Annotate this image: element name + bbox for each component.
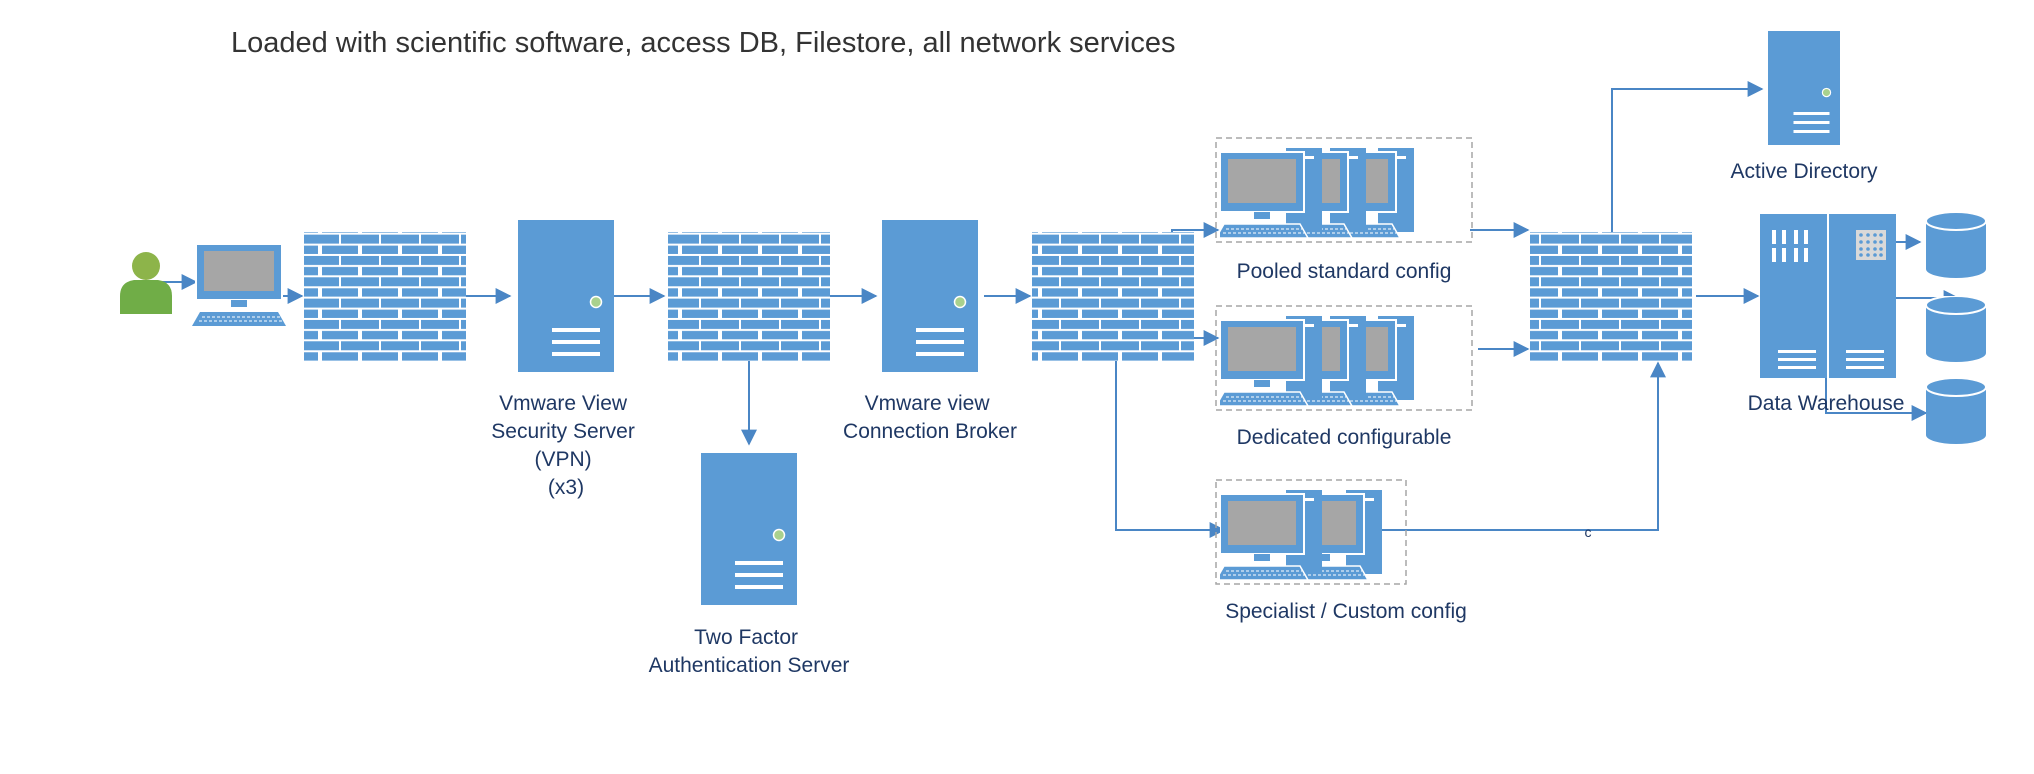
database-2-icon [1926, 296, 1986, 362]
dedicated-config-label: Dedicated configurable [1237, 426, 1452, 449]
database-3-icon [1926, 378, 1986, 444]
user-icon [120, 252, 172, 314]
connection-broker-server-icon [882, 220, 978, 372]
connection-broker-label: Vmware view Connection Broker [843, 392, 1017, 443]
active-directory-label: Active Directory [1730, 160, 1878, 183]
connector-firewall3-to-specialist [1115, 361, 1226, 538]
data-warehouse-label: Data Warehouse [1748, 392, 1905, 415]
connector-label-c: c [1585, 524, 1592, 540]
firewall-2-icon [668, 232, 830, 361]
data-warehouse-icon [1760, 214, 1896, 378]
pooled-workstations-group [1215, 137, 1473, 243]
two-factor-server-icon [701, 453, 797, 605]
active-directory-server-icon [1768, 31, 1840, 145]
firewall-4-icon [1530, 232, 1692, 361]
security-server-icon [518, 220, 614, 372]
desktop-pc-icon [192, 243, 286, 326]
pooled-config-label: Pooled standard config [1237, 260, 1452, 283]
firewall-1-icon [304, 232, 466, 361]
database-1-icon [1926, 212, 1986, 278]
specialist-workstations-group [1215, 479, 1407, 585]
security-server-label: Vmware View Security Server (VPN) (x3) [491, 392, 640, 499]
firewall-3-icon [1032, 232, 1194, 361]
diagram-title: Loaded with scientific software, access … [231, 27, 1175, 59]
connector-firewall4-to-ad [1611, 81, 1764, 232]
connector-specialist-to-firewall4 [1346, 361, 1666, 531]
two-factor-label: Two Factor Authentication Server [649, 626, 850, 677]
dedicated-workstations-group [1215, 305, 1473, 411]
specialist-config-label: Specialist / Custom config [1225, 600, 1467, 623]
